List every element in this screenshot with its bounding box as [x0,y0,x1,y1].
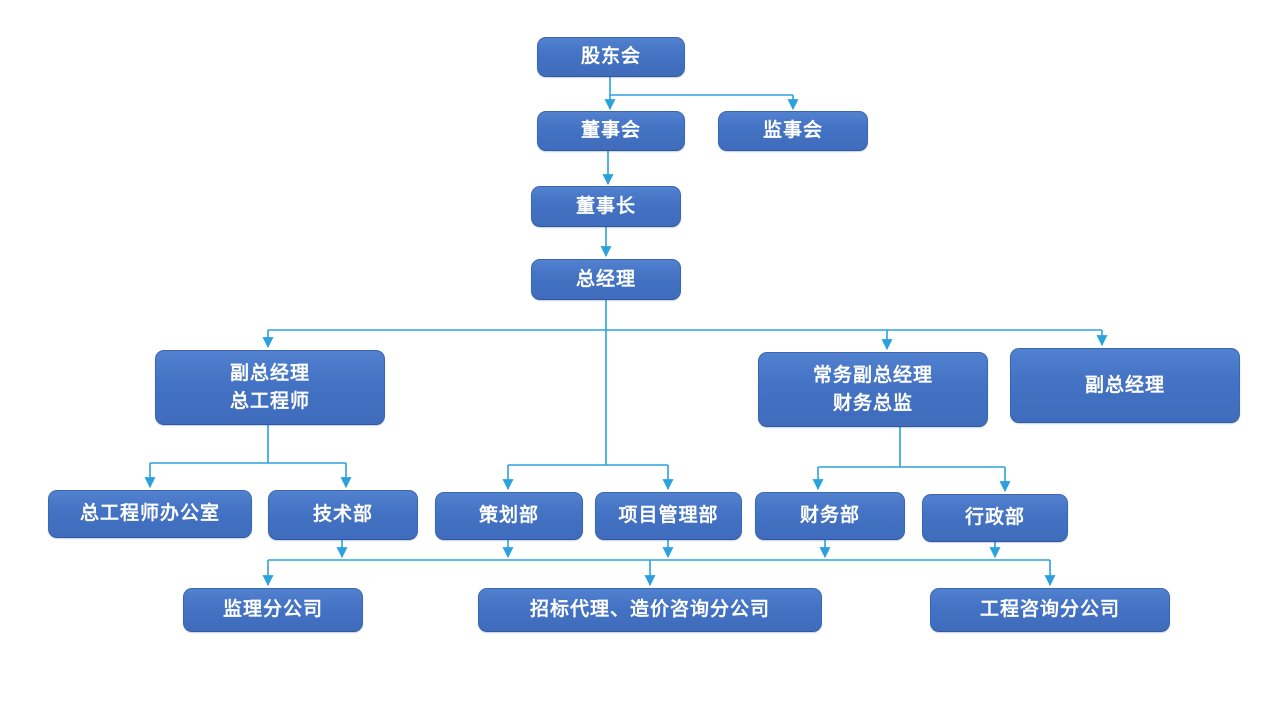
org-node-shareholders-meeting: 股东会 [537,37,685,77]
org-node-deputy-gm-chief-engineer: 副总经理 总工程师 [155,350,385,425]
org-node-bidding-cost-branch: 招标代理、造价咨询分公司 [478,588,822,632]
org-node-supervision-branch: 监理分公司 [183,588,363,632]
org-node-chairman: 董事长 [531,186,681,227]
org-node-chief-engineer-office: 总工程师办公室 [48,490,252,538]
org-node-administration-dept: 行政部 [922,494,1068,542]
org-node-exec-deputy-gm-cfo: 常务副总经理 财务总监 [758,352,988,427]
org-node-finance-dept: 财务部 [755,492,905,540]
org-node-deputy-gm: 副总经理 [1010,348,1240,423]
connector-shareholders-trunk [609,77,793,96]
org-node-board-of-directors: 董事会 [537,111,685,151]
org-node-engineering-consult-branch: 工程咨询分公司 [930,588,1170,632]
org-node-technology-dept: 技术部 [268,490,418,540]
org-node-general-manager: 总经理 [531,259,681,300]
org-node-project-management-dept: 项目管理部 [595,492,742,540]
org-node-board-of-supervisors: 监事会 [718,111,868,151]
org-node-planning-dept: 策划部 [435,492,583,540]
